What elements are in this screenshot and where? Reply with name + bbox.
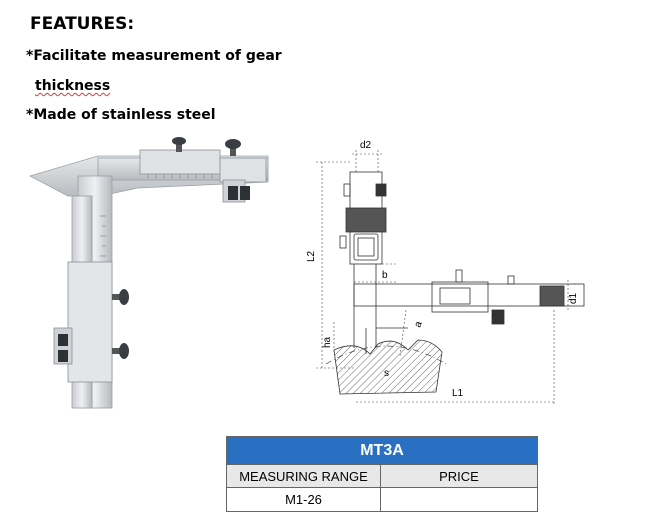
column-header-range: MEASURING RANGE [226, 464, 381, 488]
label-d2: d2 [360, 140, 372, 151]
model-name: MT3A [226, 436, 538, 465]
feature-item-2: *Made of stainless steel [26, 107, 216, 123]
label-l1: L1 [452, 388, 464, 399]
label-b: b [382, 270, 388, 281]
label-a: a [412, 320, 424, 329]
label-d1: d1 [568, 292, 579, 304]
table-row: M1-26 [226, 487, 538, 512]
dimension-diagram: d2 L2 b d1 a ha s L1 [306, 140, 585, 404]
column-header-price: PRICE [380, 464, 538, 488]
caliper-photo [28, 137, 269, 409]
label-l2: L2 [306, 250, 317, 262]
range-cell: M1-26 [226, 487, 381, 512]
feature-item-1-cont: thickness [35, 78, 111, 94]
label-ha: ha [322, 336, 333, 348]
features-heading: FEATURES: [30, 14, 135, 34]
model-table: MT3A MEASURING RANGE PRICE M1-26 [226, 436, 538, 512]
label-s: s [384, 368, 389, 379]
feature-item-1: *Facilitate measurement of gear [26, 48, 282, 64]
price-cell [380, 487, 538, 512]
